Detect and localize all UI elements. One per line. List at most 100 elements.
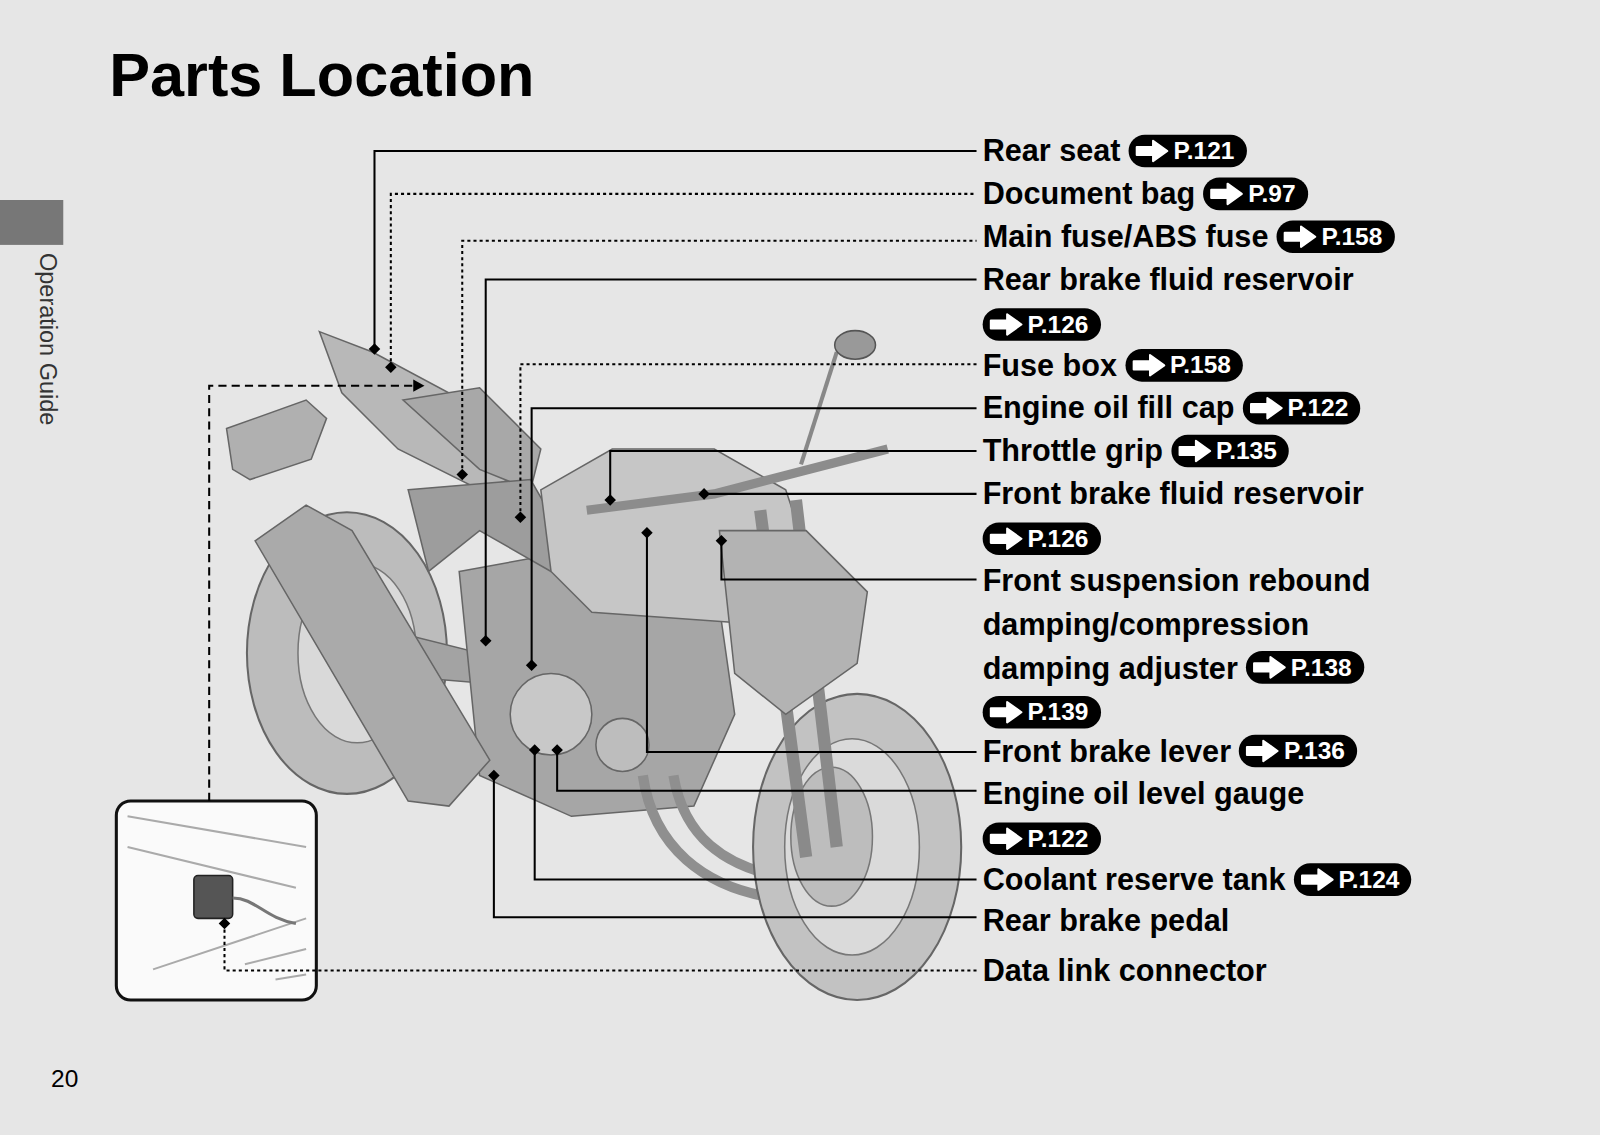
front-wheel — [753, 694, 961, 1000]
arrow-shape — [991, 529, 1022, 549]
page-ref: P.122 — [1028, 822, 1089, 855]
arrow-icon — [1209, 181, 1246, 205]
leader-line — [374, 151, 976, 349]
page-ref-badge: P.97 — [1203, 177, 1307, 210]
leader-dot — [529, 744, 541, 756]
headlight-cowl — [719, 531, 867, 715]
page-ref: P.122 — [1287, 391, 1348, 424]
leader-dot — [456, 469, 468, 481]
mirror — [835, 331, 876, 360]
arrow-icon — [1176, 438, 1213, 462]
leader-dot — [604, 494, 616, 506]
arrow-icon — [1248, 395, 1285, 419]
page-ref-badge: P.126 — [983, 308, 1101, 341]
part-label: Front brake lever — [983, 731, 1231, 774]
page-ref-badge: P.135 — [1171, 434, 1289, 467]
page-ref-badge: P.139 — [983, 696, 1101, 729]
arrow-icon — [1251, 655, 1288, 679]
side-tab — [0, 200, 63, 245]
leader-dot — [369, 343, 381, 355]
arrow-shape — [1137, 140, 1168, 160]
leader-line — [494, 776, 977, 918]
arrow-shape — [1212, 183, 1243, 203]
page-ref-badge: P.122 — [983, 822, 1101, 855]
leader-dot — [219, 918, 231, 930]
leader-line — [535, 750, 977, 880]
page-ref-badge: P.126 — [983, 522, 1101, 555]
inset-frame — [116, 801, 316, 1000]
page-ref: P.121 — [1174, 134, 1235, 167]
part-label: Engine oil fill cap — [983, 387, 1235, 430]
arrow-icon — [1130, 353, 1167, 377]
leader-line — [224, 923, 976, 970]
arrow-shape — [1302, 869, 1333, 889]
page-ref: P.158 — [1321, 220, 1382, 253]
arrow-shape — [1133, 355, 1164, 375]
part-label: Engine oil level gauge — [983, 772, 1305, 815]
page-ref: P.126 — [1028, 308, 1089, 341]
plate-bracket — [227, 400, 327, 480]
arrow-shape — [1285, 226, 1316, 246]
part-label: Data link connector — [983, 949, 1267, 992]
leader-dot — [526, 660, 538, 672]
arrow-shape — [991, 829, 1022, 849]
arrow-shape — [991, 702, 1022, 722]
arrow-icon — [988, 312, 1025, 336]
page-ref: P.135 — [1216, 434, 1277, 467]
part-label: Front brake fluid reservoir — [983, 472, 1364, 515]
leader-line — [647, 533, 977, 752]
leader-line — [462, 241, 976, 475]
page-ref: P.158 — [1170, 348, 1231, 381]
arrow-shape — [991, 314, 1022, 334]
part-label: Throttle grip — [983, 430, 1163, 473]
connector-part — [194, 876, 233, 919]
part-label: Main fuse/ABS fuse — [983, 215, 1269, 258]
engine-cover — [510, 673, 592, 755]
arrow-icon — [1282, 224, 1319, 248]
page-ref-badge: P.122 — [1243, 391, 1361, 424]
page-ref-badge: P.138 — [1246, 651, 1364, 684]
leader-dot — [515, 512, 527, 524]
arrow-shape — [1247, 741, 1278, 761]
leader-dot — [716, 535, 728, 547]
connector-wire — [233, 898, 296, 924]
page-ref: P.97 — [1248, 177, 1295, 210]
arrow-icon — [988, 700, 1025, 724]
arrow-icon — [1299, 867, 1336, 891]
arrow-shape — [1251, 397, 1282, 417]
page-ref: P.138 — [1291, 651, 1352, 684]
page-number: 20 — [51, 1064, 78, 1093]
page-ref-badge: P.124 — [1294, 863, 1412, 896]
page-ref-badge: P.158 — [1277, 220, 1395, 253]
leader-line — [721, 541, 976, 580]
arrow-icon — [1134, 138, 1171, 162]
leader-line — [704, 493, 976, 495]
arrow-shape — [1254, 657, 1285, 677]
page-ref-badge: P.158 — [1125, 348, 1243, 381]
leader-dot — [488, 770, 500, 782]
section-tab: Operation Guide — [35, 253, 62, 425]
leader-dot — [641, 527, 653, 539]
arrow-icon — [1244, 739, 1281, 763]
leader-line — [532, 408, 977, 665]
leader-dot — [551, 744, 563, 756]
leader-line — [486, 280, 977, 641]
inset-detail — [128, 816, 307, 979]
leader-dot — [385, 362, 397, 374]
part-label: Fuse box — [983, 344, 1117, 387]
page-ref-badge: P.121 — [1129, 134, 1247, 167]
part-label: Coolant reserve tank — [983, 858, 1286, 901]
page-title: Parts Location — [109, 39, 534, 112]
leader-line — [520, 364, 976, 517]
leader-dot — [480, 635, 492, 647]
part-label: Rear brake pedal — [983, 899, 1230, 942]
leader-line — [610, 451, 976, 500]
page-ref: P.139 — [1028, 696, 1089, 729]
arrow-icon — [988, 827, 1025, 851]
page-ref: P.126 — [1028, 522, 1089, 555]
page-ref: P.136 — [1284, 735, 1345, 768]
part-label: Rear brake fluid reservoir — [983, 258, 1354, 301]
arrowhead — [413, 380, 424, 392]
arrow-icon — [988, 527, 1025, 551]
leader-dot — [698, 488, 710, 500]
